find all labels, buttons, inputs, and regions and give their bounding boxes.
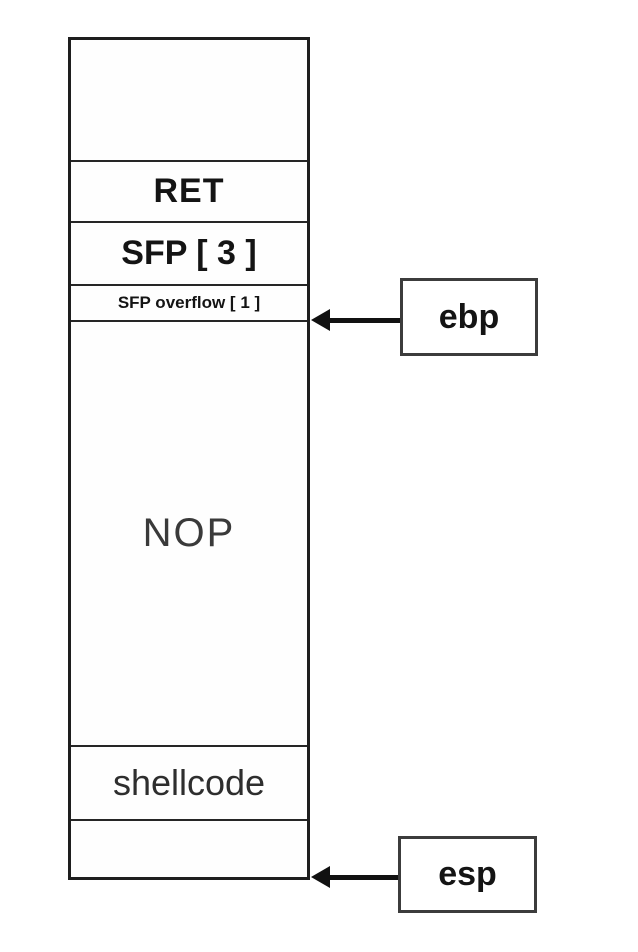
esp-register-box: esp bbox=[398, 836, 537, 913]
stack-row-nop-label: NOP bbox=[142, 511, 236, 555]
stack-row-nop: NOP bbox=[71, 322, 307, 747]
stack-row-ret: RET bbox=[71, 162, 307, 223]
stack-row-sfp: SFP [ 3 ] bbox=[71, 223, 307, 286]
esp-register-label: esp bbox=[438, 855, 497, 893]
stack-row-shellcode-label: shellcode bbox=[112, 762, 266, 803]
stack-row-sfp-label: SFP [ 3 ] bbox=[121, 234, 257, 272]
stack-row-sfp-overflow: SFP overflow [ 1 ] bbox=[71, 286, 307, 322]
arrow-shaft bbox=[328, 875, 398, 880]
stack-row-empty-bottom bbox=[71, 821, 307, 877]
ebp-register-label: ebp bbox=[438, 297, 500, 336]
stack-row-shellcode: shellcode bbox=[71, 747, 307, 821]
arrow-shaft bbox=[328, 318, 400, 323]
ebp-register-box: ebp bbox=[400, 278, 538, 356]
arrow-left-head-icon bbox=[311, 866, 330, 888]
stack-row-empty-top bbox=[71, 40, 307, 162]
stack-row-ret-label: RET bbox=[153, 172, 225, 210]
arrow-left-head-icon bbox=[311, 309, 330, 331]
stack-frame: RET SFP [ 3 ] SFP overflow [ 1 ] NOP she… bbox=[68, 37, 310, 880]
stack-row-sfp-overflow-label: SFP overflow [ 1 ] bbox=[117, 293, 261, 312]
